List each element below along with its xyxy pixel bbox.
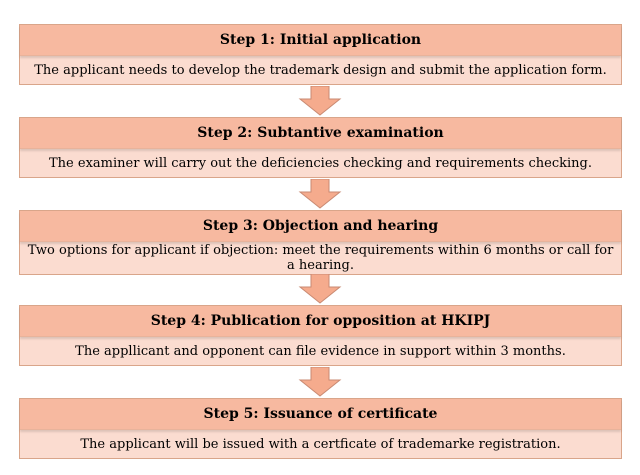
step-4-title: Step 4: Publication for opposition at HK…	[20, 306, 621, 337]
step-3-description: Two options for applicant if objection: …	[20, 242, 621, 274]
step-4-box: Step 4: Publication for opposition at HK…	[19, 305, 622, 366]
step-3-title: Step 3: Objection and hearing	[20, 211, 621, 242]
down-arrow-icon	[298, 367, 342, 397]
step-5-title: Step 5: Issuance of certificate	[20, 399, 621, 430]
step-1-title: Step 1: Initial application	[20, 25, 621, 56]
step-4-description: The appllicant and opponent can file evi…	[20, 337, 621, 365]
down-arrow-icon	[298, 179, 342, 209]
step-2-description: The examiner will carry out the deficien…	[20, 149, 621, 177]
down-arrow-icon	[298, 86, 342, 116]
step-1-box: Step 1: Initial application The applican…	[19, 24, 622, 85]
step-5-box: Step 5: Issuance of certificate The appl…	[19, 398, 622, 459]
step-5-description: The applicant will be issued with a cert…	[20, 430, 621, 458]
step-3-box: Step 3: Objection and hearing Two option…	[19, 210, 622, 275]
step-2-box: Step 2: Subtantive examination The exami…	[19, 117, 622, 178]
step-2-title: Step 2: Subtantive examination	[20, 118, 621, 149]
step-1-description: The applicant needs to develop the trade…	[20, 56, 621, 84]
down-arrow-icon	[298, 274, 342, 304]
